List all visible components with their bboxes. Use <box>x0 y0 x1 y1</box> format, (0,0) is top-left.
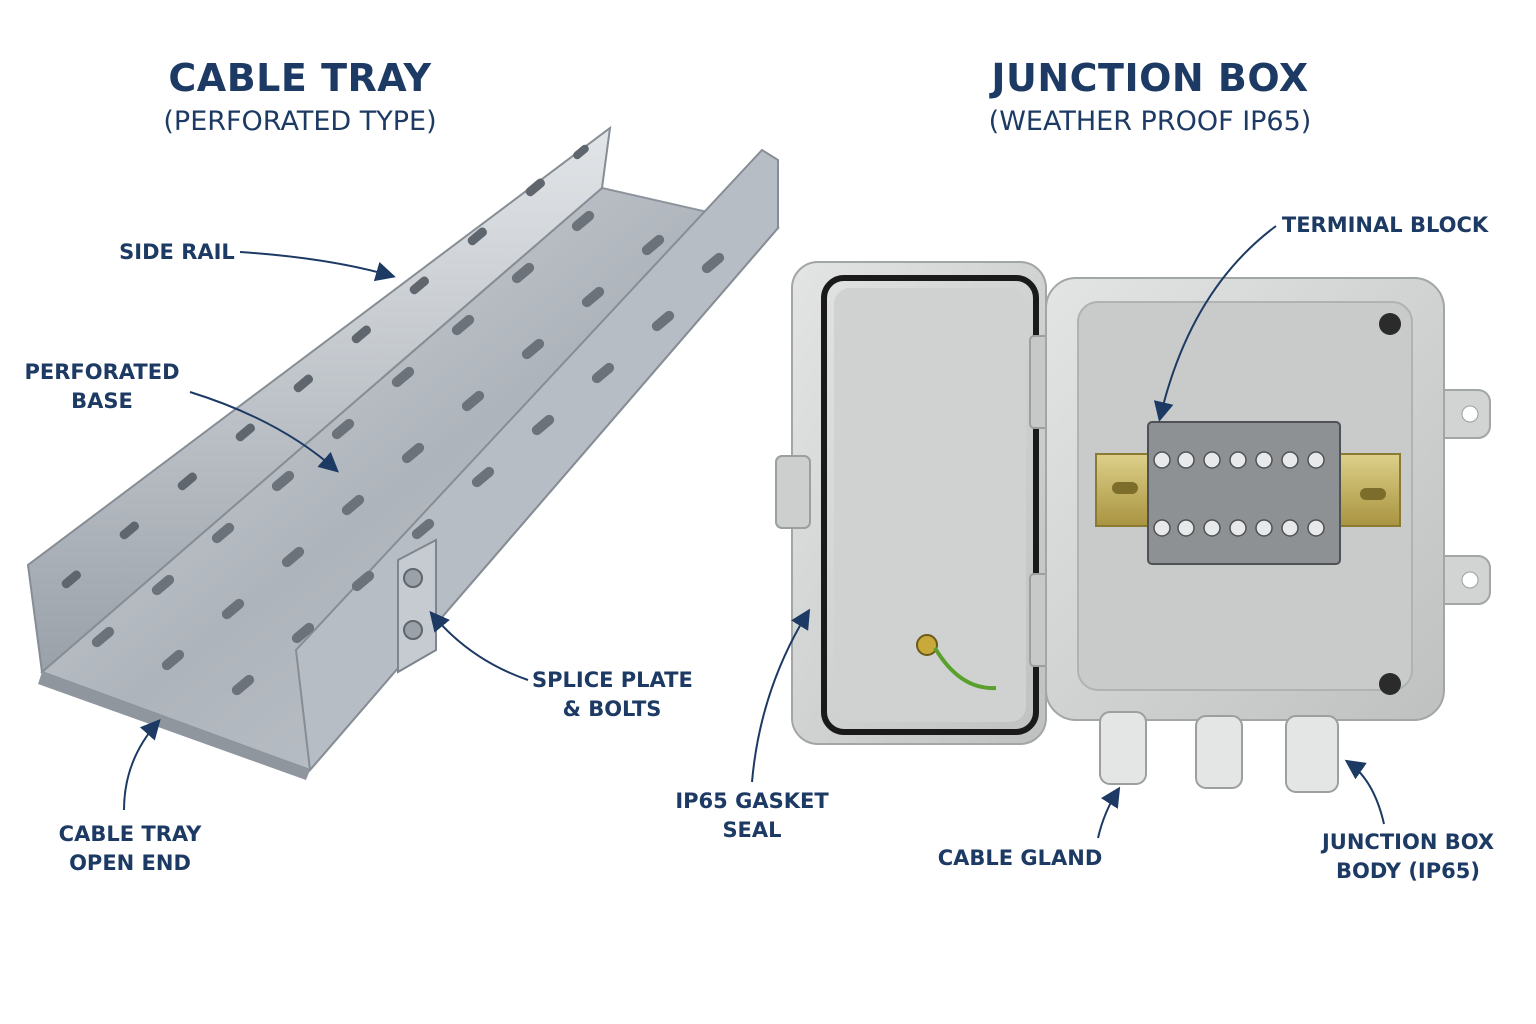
label-side-rail: SIDE RAIL <box>119 240 235 264</box>
terminal-block-leader <box>1153 225 1277 422</box>
label-perforated-base-line1: PERFORATED <box>24 360 180 384</box>
rail-slots <box>61 144 589 589</box>
label-body-line1: JUNCTION BOX <box>1321 830 1495 854</box>
label-cable-gland: CABLE GLAND <box>937 846 1103 870</box>
label-open-end-line2: OPEN END <box>69 851 191 875</box>
splice-leader <box>429 610 529 681</box>
junction-box-title: JUNCTION BOX <box>991 56 1309 100</box>
cable-gland-3 <box>1285 715 1339 793</box>
label-open-end-line1: CABLE TRAY <box>58 822 202 846</box>
perforated-base-leader <box>189 391 339 473</box>
door-latch <box>775 455 811 529</box>
cable-tray-title: CABLE TRAY <box>168 56 432 100</box>
terminal-block <box>1147 421 1341 565</box>
label-perforated-base-line2: BASE <box>71 389 133 413</box>
gasket-seal <box>821 275 1039 735</box>
splice-bolt-2 <box>403 620 423 640</box>
earth-terminal <box>916 634 938 656</box>
label-gasket-line2: SEAL <box>722 818 782 842</box>
label-gasket-line1: IP65 GASKET <box>675 789 829 813</box>
base-perforations <box>91 210 725 696</box>
cable-tray <box>26 125 780 780</box>
junction-box <box>775 261 1491 793</box>
cable-gland-1 <box>1099 711 1147 785</box>
label-body-line2: BODY (IP65) <box>1336 859 1480 883</box>
splice-plate <box>397 538 437 674</box>
label-terminal-block: TERMINAL BLOCK <box>1281 213 1489 237</box>
terminal-screws <box>1153 451 1325 537</box>
cable-tray-subtitle: (PERFORATED TYPE) <box>163 106 437 137</box>
cable-gland-2 <box>1195 715 1243 789</box>
junction-box-subtitle: (WEATHER PROOF IP65) <box>988 106 1312 137</box>
open-end-leader <box>123 719 161 811</box>
cable-gland-leader <box>1097 786 1121 839</box>
gasket-leader <box>751 608 811 783</box>
body-leader <box>1344 759 1385 825</box>
tray-open-end <box>38 672 310 780</box>
tray-left-rail <box>26 125 612 674</box>
side-rail-leader <box>239 251 396 282</box>
splice-bolt-1 <box>403 568 423 588</box>
earth-wire <box>933 646 997 691</box>
label-splice-line2: & BOLTS <box>562 697 662 721</box>
label-splice-line1: SPLICE PLATE <box>532 668 693 692</box>
